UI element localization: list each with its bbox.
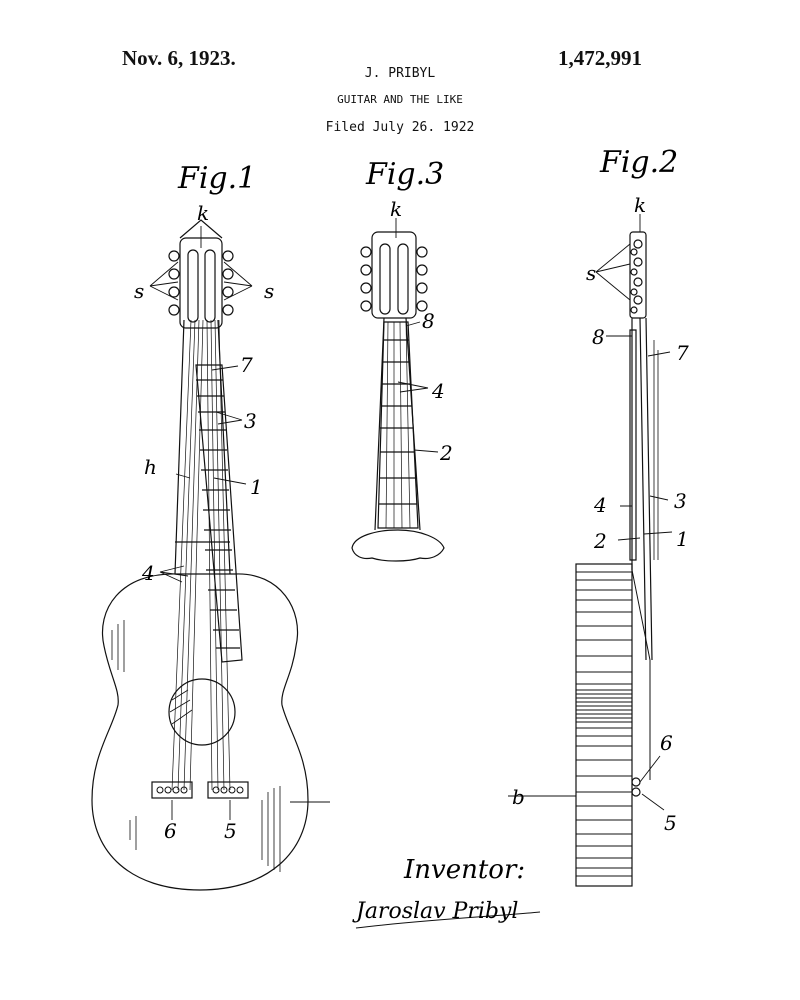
fig2-body	[575, 563, 633, 887]
inventor-label: Inventor:	[403, 855, 525, 885]
fig3-neck-heel	[351, 529, 445, 562]
fig2-ref-8: 8	[592, 325, 605, 349]
fig2-tuning-pegs	[630, 239, 643, 314]
fig2-title: Fig.2	[599, 145, 678, 180]
fig3-headstock	[371, 231, 417, 319]
patent-date: Nov. 6, 1923.	[122, 46, 236, 70]
filed-date: Filed July 26. 1922	[325, 120, 475, 135]
fig1-ref-h: h	[144, 455, 157, 479]
fig3-ref-4: 4	[431, 379, 445, 403]
fig3-neck-detail	[351, 218, 445, 562]
fig3-strings	[385, 321, 411, 529]
fig1-tuning-pegs	[168, 250, 234, 316]
fig2-ref-1: 1	[676, 527, 689, 551]
fig2-ref-7: 7	[676, 341, 689, 365]
fig1-ref-s-right: s	[264, 279, 274, 303]
patent-number: 1,472,991	[558, 46, 642, 70]
fig2-ref-3: 3	[674, 489, 687, 513]
fig3-ref-8: 8	[422, 309, 435, 333]
fig1-title: Fig.1	[177, 161, 256, 196]
fig2-headstock	[629, 231, 647, 319]
fig3-tuning-pegs	[360, 246, 428, 312]
fig1-sound-hole	[168, 678, 236, 746]
fig3-ref-k: k	[390, 197, 402, 221]
inventor-signature: Jaroslav Pribyl	[352, 899, 518, 924]
fig2-ref-b: b	[512, 785, 525, 809]
fig2-guitar-side	[508, 214, 673, 887]
fig2-ref-6: 6	[660, 731, 673, 755]
fig1-ref-6: 6	[164, 819, 177, 843]
fig1-strings	[171, 319, 231, 791]
fig2-ref-5: 5	[664, 811, 677, 835]
fig1-headstock	[179, 237, 223, 329]
fig2-ref-2: 2	[593, 529, 607, 553]
fig3-fretboard	[377, 321, 419, 529]
fig1-guitar-front	[91, 219, 330, 891]
inventor-name: J. PRIBYL	[364, 66, 436, 81]
fig1-ref-7: 7	[240, 353, 253, 377]
patent-title: GUITAR AND THE LIKE	[337, 93, 463, 106]
fig1-ref-1: 1	[250, 475, 263, 499]
fig2-fretboard	[629, 329, 637, 561]
fig2-ref-s: s	[586, 261, 596, 285]
fig1-ref-3: 3	[244, 409, 257, 433]
fig3-ref-2: 2	[439, 441, 453, 465]
fig1-bridge-left	[151, 781, 193, 799]
fig1-bridge-right	[207, 781, 249, 799]
fig1-body-outline	[91, 573, 309, 891]
fig2-ref-k: k	[634, 193, 646, 217]
signature-flourish	[355, 911, 541, 929]
fig2-ref-4: 4	[593, 493, 607, 517]
fig3-title: Fig.3	[365, 157, 444, 192]
fig2-body-shading	[576, 571, 632, 877]
fig1-ref-s-left: s	[134, 279, 144, 303]
fig1-ref-5: 5	[224, 819, 237, 843]
fig1-ref-4: 4	[141, 561, 155, 585]
fig1-ref-k: k	[197, 201, 209, 225]
fig2-neck	[631, 317, 653, 661]
